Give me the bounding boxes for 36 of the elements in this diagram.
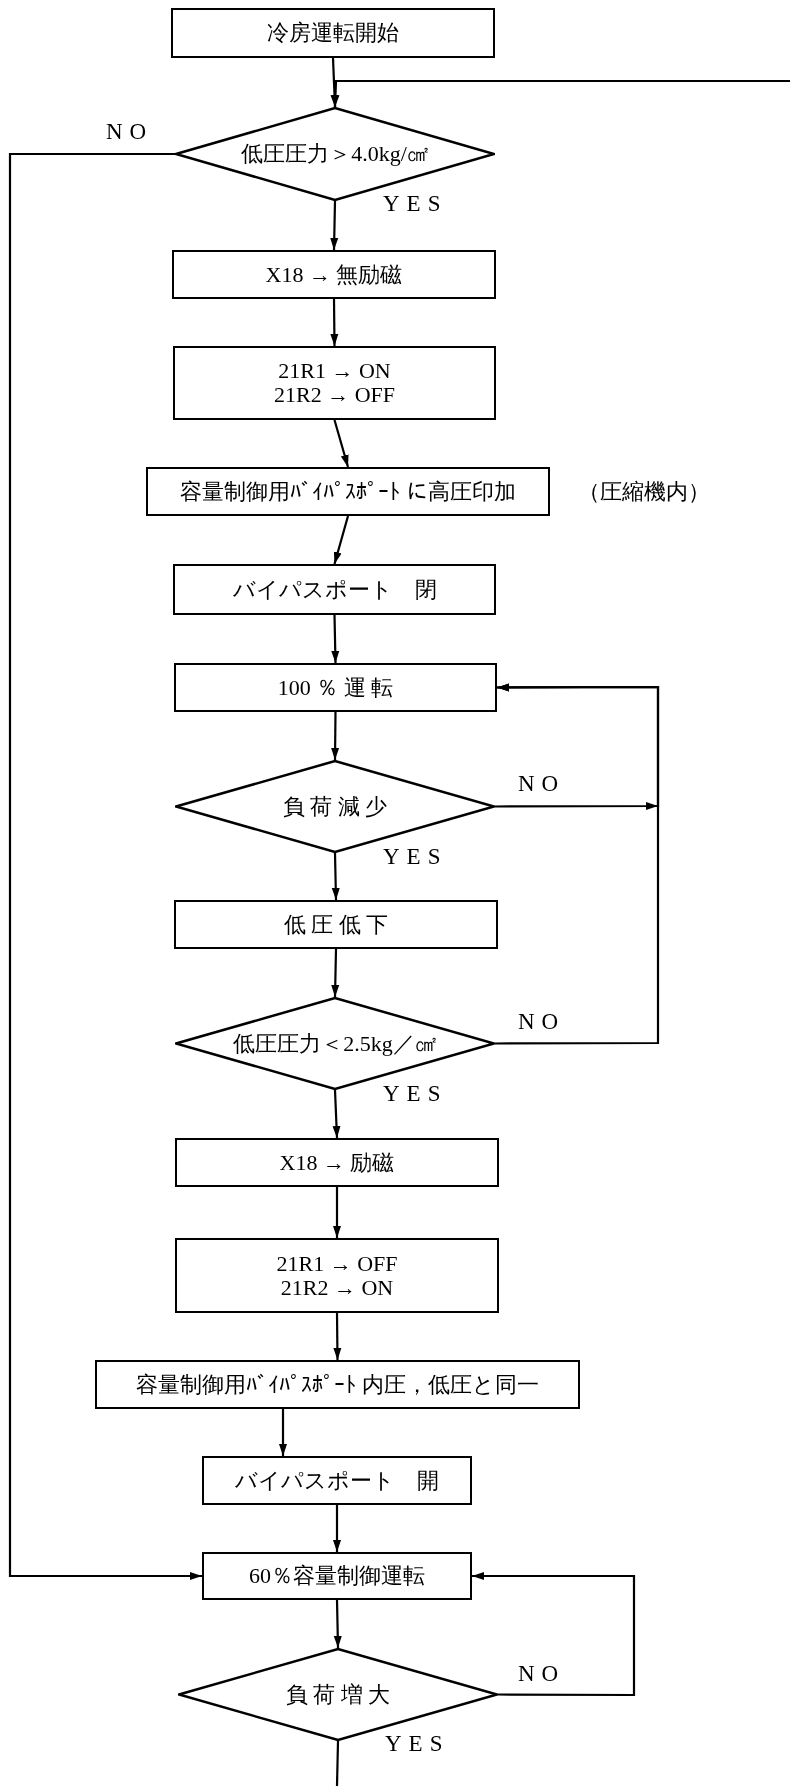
process-box: 容量制御用ﾊﾞｲﾊﾟｽﾎﾟｰﾄ に高圧印加 [146,467,550,516]
arrow [472,1572,636,1697]
edge-label: NO [518,1010,566,1034]
arrow [279,1409,287,1456]
process-box: 容量制御用ﾊﾞｲﾊﾟｽﾎﾟｰﾄ 内圧，低圧と同一 [95,1360,580,1409]
process-box: X18 → 無励磁 [172,250,496,299]
process-box: X18 → 励磁 [175,1138,499,1187]
side-note: （圧縮機内） [578,480,710,504]
arrow [331,79,790,108]
edge-label: NO [518,772,566,796]
arrow [333,1313,342,1360]
arrow [495,683,660,1045]
arrow [331,614,340,664]
arrow [333,1599,342,1649]
process-box: 60％容量制御運転 [202,1552,472,1600]
arrow [330,200,339,251]
arrow [330,299,339,346]
arrow [331,948,340,998]
line [335,1740,340,1786]
edge-label: NO [106,120,154,144]
process-box: バイパスポート 閉 [173,564,496,615]
edge-label: NO [518,1662,566,1686]
process-box: 冷房運転開始 [171,8,495,58]
arrow [8,152,202,1580]
arrow [332,1089,341,1139]
arrow [333,515,350,565]
process-box: 21R1 → ON 21R2 → OFF [173,346,496,420]
process-box: バイパスポート 開 [202,1456,472,1505]
arrow [331,712,340,760]
arrow [333,1187,341,1238]
arrow [331,852,340,901]
process-box: 低 圧 低 下 [174,900,498,949]
arrow [333,419,350,468]
process-box: 100 ％ 運 転 [174,663,497,712]
arrow [333,1505,341,1552]
process-box: 21R1 → OFF 21R2 → ON [175,1238,499,1313]
